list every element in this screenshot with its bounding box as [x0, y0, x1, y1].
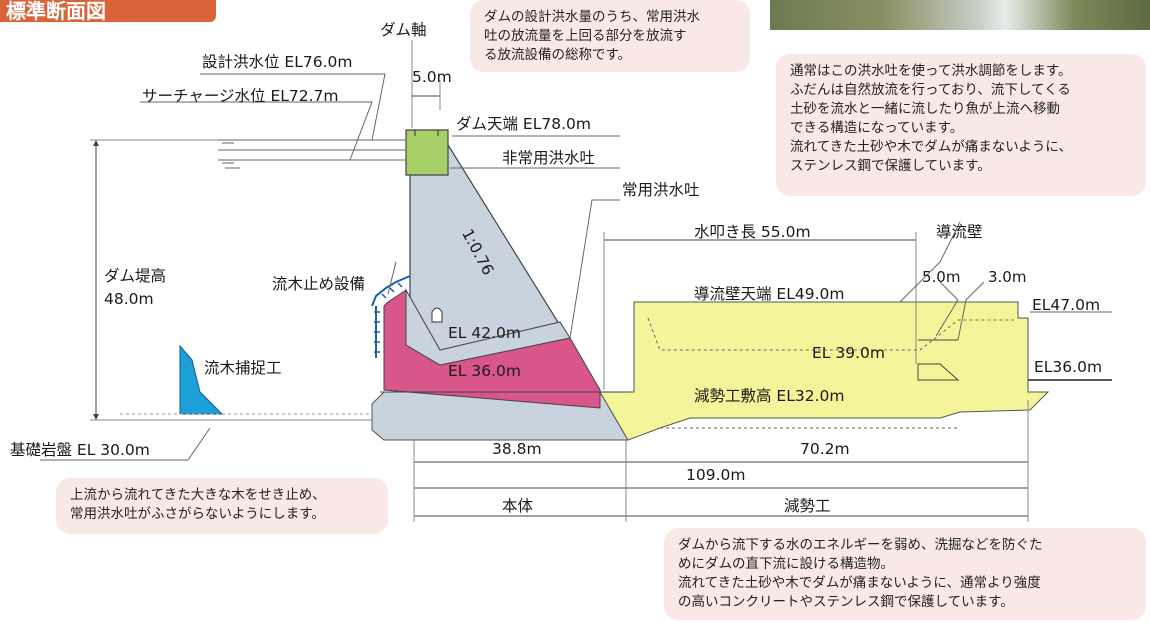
bedrock-label: 基礎岩盤 EL 30.0m	[10, 441, 150, 459]
spillway-note-bubble: ダムの設計洪水量のうち、常用洪水 吐の放流量を上回る部分を放流す る放流設備の総…	[470, 0, 750, 72]
dam-height-value: 48.0m	[104, 290, 154, 308]
basin-note-line: ダムから流下する水のエネルギーを弱め、洗掘などを防ぐた	[678, 537, 1043, 553]
el36-inner-label: EL 36.0m	[448, 362, 521, 380]
design-flood-level-label: 設計洪水位 EL76.0m	[202, 53, 353, 71]
dam-axis-label: ダム軸	[380, 21, 427, 39]
width-5-label: 5.0m	[922, 268, 961, 286]
end-sill	[917, 363, 960, 381]
crest-width-label: 5.0m	[412, 68, 452, 86]
regular-note-line: ふだんは自然放流を行っており、流下してくる	[790, 82, 1071, 98]
basin-floor-label: 減勢工敷高 EL32.0m	[694, 387, 845, 405]
dam-height-label: ダム堤高	[104, 267, 167, 285]
dam-crest-label: ダム天端 EL78.0m	[456, 115, 591, 133]
dam-crest	[405, 129, 449, 176]
diagram-title: 標準断面図	[0, 0, 216, 22]
regular-note-line: できる構造になっています。	[790, 120, 964, 136]
dim-109-label: 109.0m	[686, 466, 746, 484]
spillway-note-line: る放流設備の総称です。	[484, 47, 632, 63]
regular-note-line: ステンレス鋼で保護しています。	[790, 158, 991, 174]
el36-right-label: EL36.0m	[1034, 358, 1103, 376]
el42-label: EL 42.0m	[448, 324, 521, 342]
body-label: 本体	[502, 497, 534, 515]
dim-38-label: 38.8m	[492, 440, 542, 458]
regular-note-line: 流れてきた土砂や木でダムが痛まないように、	[790, 139, 1073, 155]
stilling-basin-label: 減勢工	[784, 497, 831, 515]
regular-note-line: 通常はこの洪水吐を使って洪水調節をします。	[790, 63, 1072, 79]
regular-note-line: 土砂を流水と一緒に流したり魚が上流へ移動	[790, 101, 1060, 117]
debris-stop-label: 流木止め設備	[272, 275, 366, 293]
stilling-basin	[599, 301, 1050, 441]
apron-length-label: 水叩き長 55.0m	[694, 223, 811, 241]
debris-note-bubble: 上流から流れてきた大きな木をせき止め、 常用洪水吐がふさがらないようにします。	[56, 478, 388, 534]
el39-label: EL 39.0m	[812, 344, 885, 362]
basin-note-line: めにダムの直下流に設ける構造物。	[678, 556, 894, 572]
debris-note-line: 常用洪水吐がふさがらないようにします。	[70, 506, 325, 522]
regular-spillway-label: 常用洪水吐	[622, 181, 700, 199]
el47-label: EL47.0m	[1032, 296, 1101, 314]
gate-icon	[431, 307, 443, 323]
surcharge-level-label: サーチャージ水位 EL72.7m	[142, 87, 339, 105]
debris-catch	[179, 344, 224, 415]
debris-note-line: 上流から流れてきた大きな木をせき止め、	[70, 487, 326, 503]
training-wall-top-label: 導流壁天端 EL49.0m	[694, 285, 845, 303]
emergency-spillway-label: 非常用洪水吐	[502, 149, 596, 167]
dim-70-label: 70.2m	[800, 440, 850, 458]
basin-note-line: の高いコンクリートやステンレス鋼で保護しています。	[678, 594, 1014, 610]
regular-spillway-note-bubble: 通常はこの洪水吐を使って洪水調節をします。 ふだんは自然放流を行っており、流下し…	[776, 54, 1146, 196]
basin-note-bubble: ダムから流下する水のエネルギーを弱め、洗掘などを防ぐた めにダムの直下流に設ける…	[664, 528, 1146, 620]
debris-catch-label: 流木捕捉工	[204, 359, 282, 377]
basin-note-line: 流れてきた土砂や木でダムが痛まないように、通常より強度	[678, 575, 1041, 591]
debris-stop-rack	[371, 275, 411, 307]
training-wall-label: 導流壁	[936, 223, 983, 241]
dam-photo	[770, 0, 1150, 30]
spillway-note-line: ダムの設計洪水量のうち、常用洪水	[484, 9, 700, 25]
width-3-label: 3.0m	[988, 268, 1027, 286]
spillway-note-line: 吐の放流量を上回る部分を放流す	[484, 28, 687, 44]
